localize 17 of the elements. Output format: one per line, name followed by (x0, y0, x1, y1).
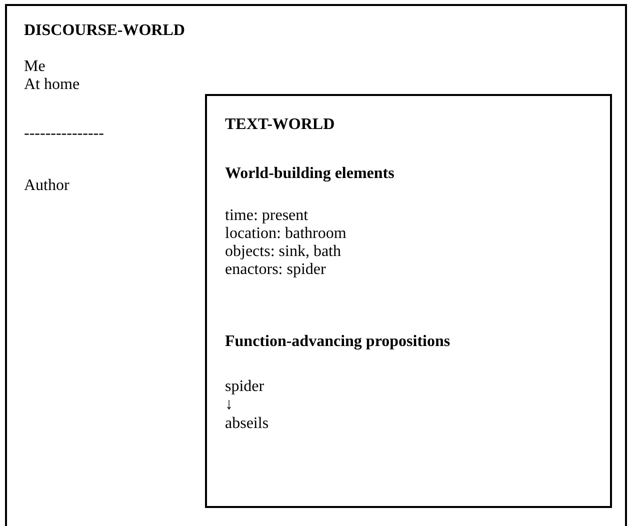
section-heading: Function-advancing propositions (225, 333, 450, 351)
text-line: location: bathroom (225, 225, 346, 243)
text-line: At home (24, 76, 80, 94)
section-heading: World-building elements (225, 165, 394, 183)
title-heading: DISCOURSE-WORLD (24, 22, 185, 40)
text-line: time: present (225, 207, 308, 225)
title-heading: TEXT-WORLD (225, 116, 335, 134)
world-frame (5, 4, 627, 526)
text-line: abseils (225, 415, 269, 433)
world-frame (205, 94, 612, 508)
text-line: Me (24, 58, 46, 76)
text-line: Author (24, 177, 70, 195)
text-line: spider (225, 378, 264, 396)
separator-text: --------------- (24, 125, 104, 143)
text-line: enactors: spider (225, 261, 326, 279)
text-line: objects: sink, bath (225, 243, 341, 261)
arrow-symbol: ↓ (225, 396, 233, 414)
